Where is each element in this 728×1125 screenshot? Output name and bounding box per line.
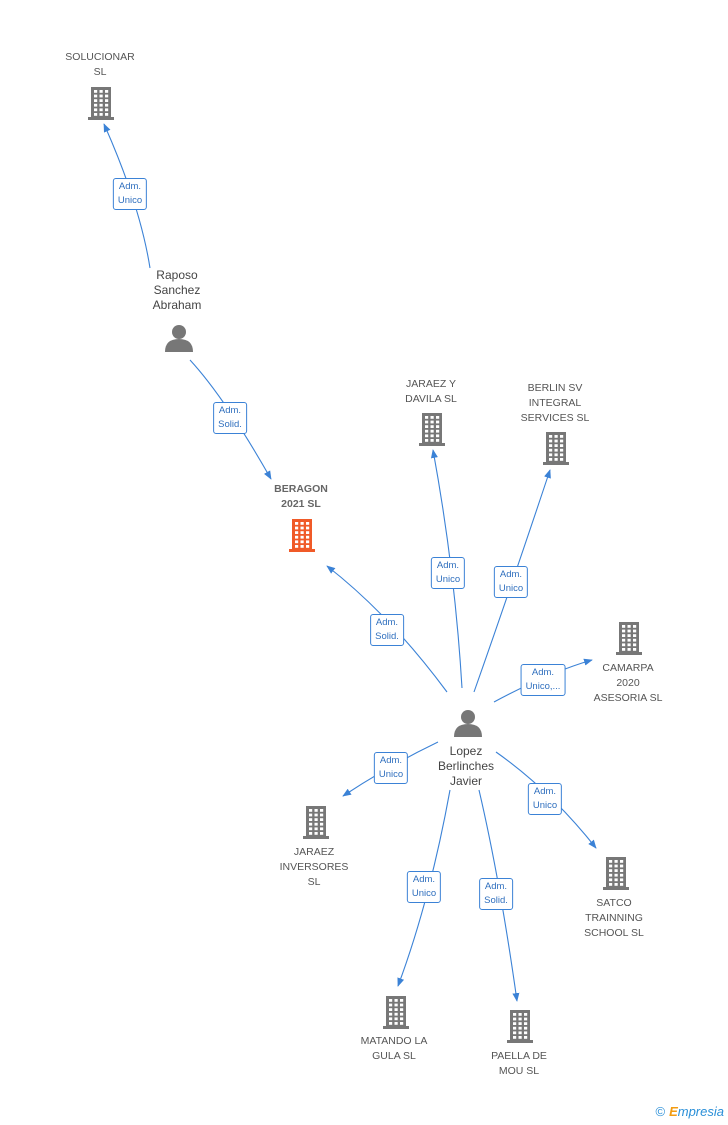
brand-footer: ©Empresia bbox=[655, 1104, 724, 1119]
node-label-matando[interactable]: MATANDO LA GULA SL bbox=[360, 1035, 428, 1062]
solucionar-building-icon bbox=[88, 87, 114, 120]
paella-building-icon bbox=[507, 1010, 533, 1043]
edge-label-lopez-paella[interactable]: Adm. Solid. bbox=[479, 878, 513, 910]
beragon-building-icon bbox=[289, 519, 315, 552]
copyright-symbol: © bbox=[655, 1104, 666, 1119]
jaraez_davila-building-icon bbox=[419, 413, 445, 446]
berlin-building-icon bbox=[543, 432, 569, 465]
edge-label-raposo-solucionar[interactable]: Adm. Unico bbox=[112, 178, 148, 210]
node-label-lopez[interactable]: Lopez Berlinches Javier bbox=[437, 744, 495, 788]
raposo-person-icon bbox=[165, 325, 193, 352]
node-label-beragon[interactable]: BERAGON 2021 SL bbox=[274, 483, 328, 510]
jaraez_inv-building-icon bbox=[303, 806, 329, 839]
brand-name: mpresia bbox=[677, 1104, 724, 1119]
lopez-person-icon bbox=[454, 710, 482, 737]
edge-label-lopez-jaraez_davila[interactable]: Adm. Unico bbox=[430, 557, 466, 589]
node-label-jaraez_davila[interactable]: JARAEZ Y DAVILA SL bbox=[405, 378, 457, 405]
node-label-solucionar[interactable]: SOLUCIONAR SL bbox=[65, 51, 135, 78]
edge-label-lopez-camarpa[interactable]: Adm. Unico,... bbox=[520, 664, 566, 696]
node-label-paella[interactable]: PAELLA DE MOU SL bbox=[491, 1050, 547, 1077]
edge-label-lopez-beragon[interactable]: Adm. Solid. bbox=[370, 614, 404, 646]
camarpa-building-icon bbox=[616, 622, 642, 655]
node-label-jaraez_inv[interactable]: JARAEZ INVERSORES SL bbox=[279, 846, 349, 888]
satco-building-icon bbox=[603, 857, 629, 890]
node-label-berlin[interactable]: BERLIN SV INTEGRAL SERVICES SL bbox=[520, 382, 590, 424]
edges-layer bbox=[103, 123, 597, 1002]
node-label-raposo[interactable]: Raposo Sanchez Abraham bbox=[152, 268, 202, 312]
edge-label-lopez-jaraez_inv[interactable]: Adm. Unico bbox=[373, 752, 409, 784]
matando-building-icon bbox=[383, 996, 409, 1029]
edge-label-raposo-beragon[interactable]: Adm. Solid. bbox=[213, 402, 247, 434]
node-label-camarpa[interactable]: CAMARPA 2020 ASESORIA SL bbox=[593, 662, 663, 704]
edge-label-lopez-matando[interactable]: Adm. Unico bbox=[406, 871, 442, 903]
node-label-satco[interactable]: SATCO TRAINNING SCHOOL SL bbox=[584, 897, 644, 939]
nodes-layer bbox=[88, 87, 642, 1043]
brand-initial: E bbox=[669, 1104, 678, 1119]
edge-label-lopez-berlin[interactable]: Adm. Unico bbox=[493, 566, 529, 598]
edge-label-lopez-satco[interactable]: Adm. Unico bbox=[527, 783, 563, 815]
